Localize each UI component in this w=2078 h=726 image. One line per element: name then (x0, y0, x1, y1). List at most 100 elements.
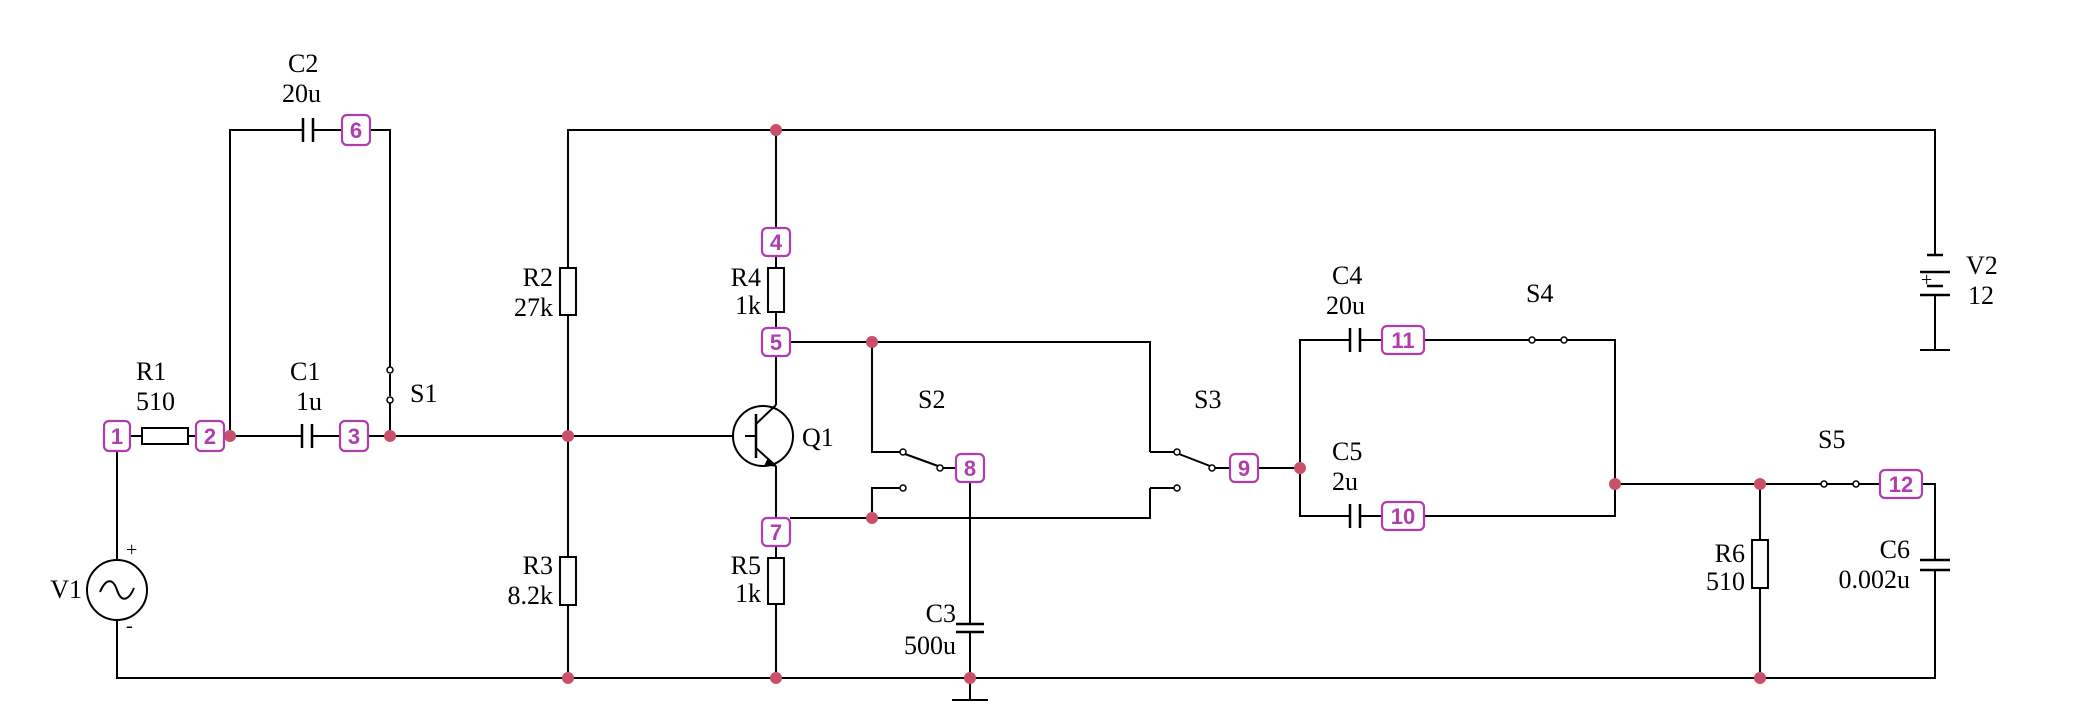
q1-name: Q1 (802, 423, 834, 452)
capacitor-c5 (1348, 504, 1362, 528)
capacitor-c3 (956, 622, 984, 634)
svg-text:5: 5 (770, 330, 782, 355)
junction-dot (866, 336, 878, 348)
junction-dot (770, 672, 782, 684)
v1-plus-sign: + (126, 539, 137, 561)
node-labels: 1 2 3 4 5 6 7 8 (102, 113, 1924, 548)
junction-dot (1609, 478, 1621, 490)
svg-text:4: 4 (770, 230, 783, 255)
node-label-3[interactable]: 3 (338, 419, 370, 453)
svg-text:8: 8 (964, 456, 976, 481)
c2-value: 20u (282, 79, 321, 108)
v2-plus-sign: + (1921, 269, 1932, 291)
node-label-8[interactable]: 8 (954, 452, 986, 484)
junction-dot (1754, 478, 1766, 490)
junction-dot (384, 430, 396, 442)
svg-text:6: 6 (350, 118, 362, 143)
r4-name: R4 (731, 263, 761, 292)
capacitor-c1 (300, 424, 314, 448)
junction-dot (562, 672, 574, 684)
c4-name: C4 (1332, 261, 1362, 290)
junction-dot (964, 672, 976, 684)
resistor-r1 (141, 427, 189, 445)
wire-s2-upper (871, 342, 900, 453)
junctions (224, 124, 1766, 684)
junction-dot (1294, 462, 1306, 474)
resistor-r6 (1751, 539, 1769, 589)
wire-s4-right (1566, 339, 1616, 484)
component-labels: R1 510 C2 20u C1 1u S1 R2 27k R3 8.2k R4… (50, 49, 1998, 660)
r3-name: R3 (523, 551, 553, 580)
resistor-r5 (767, 557, 785, 605)
r1-name: R1 (136, 357, 166, 386)
c3-value: 500u (904, 631, 956, 660)
wire-n7-right (790, 488, 1151, 519)
r3-value: 8.2k (508, 581, 554, 610)
r4-value: 1k (735, 291, 761, 320)
v2-value: 12 (1968, 281, 1994, 310)
r6-value: 510 (1706, 567, 1745, 596)
svg-text:3: 3 (348, 424, 360, 449)
wire-c4-branch (1299, 339, 1350, 468)
wires (116, 129, 1950, 701)
svg-text:9: 9 (1238, 456, 1250, 481)
svg-text:7: 7 (770, 520, 782, 545)
wire-s2-lower (871, 487, 900, 518)
junction-dot (1754, 672, 1766, 684)
transistor-q1 (732, 404, 794, 467)
c2-name: C2 (288, 49, 318, 78)
node-label-2[interactable]: 2 (194, 419, 226, 453)
c5-name: C5 (1332, 437, 1362, 466)
wire-n12-c6 (1922, 483, 1936, 560)
node-label-9[interactable]: 9 (1228, 452, 1260, 484)
node-label-7[interactable]: 7 (760, 516, 792, 548)
s5-name: S5 (1818, 425, 1845, 454)
wire-c5-branch (1299, 468, 1350, 517)
node-label-11[interactable]: 11 (1380, 324, 1426, 356)
node-label-4[interactable]: 4 (760, 226, 792, 258)
node-label-6[interactable]: 6 (340, 113, 372, 147)
svg-text:2: 2 (204, 424, 216, 449)
capacitor-c4 (1348, 328, 1362, 352)
c1-name: C1 (290, 357, 320, 386)
s4-name: S4 (1526, 279, 1553, 308)
node-label-10[interactable]: 10 (1380, 500, 1426, 532)
ground-rail (116, 580, 1936, 679)
svg-text:1: 1 (111, 424, 123, 449)
switches (386, 336, 1860, 492)
s1-name: S1 (410, 379, 437, 408)
switch-s3 (1173, 448, 1216, 492)
svg-text:10: 10 (1391, 504, 1415, 529)
c5-value: 2u (1332, 467, 1358, 496)
switch-s5 (1820, 480, 1860, 488)
s2-name: S2 (918, 385, 945, 414)
source-v1: + - (86, 539, 148, 637)
svg-text:11: 11 (1391, 328, 1414, 353)
node-label-5[interactable]: 5 (760, 326, 792, 358)
node-label-1[interactable]: 1 (102, 419, 132, 453)
resistor-r4 (767, 267, 785, 313)
resistors (141, 267, 1769, 606)
r5-name: R5 (731, 551, 761, 580)
s3-name: S3 (1194, 385, 1221, 414)
c4-value: 20u (1326, 291, 1365, 320)
node-label-12[interactable]: 12 (1878, 468, 1924, 500)
r2-value: 27k (514, 293, 553, 322)
resistor-r3 (559, 556, 577, 606)
v1-minus-sign: - (126, 615, 133, 637)
c1-value: 1u (296, 387, 322, 416)
r2-name: R2 (523, 263, 553, 292)
switch-s1 (386, 366, 394, 404)
r5-value: 1k (735, 579, 761, 608)
wire-n10-right (1424, 484, 1616, 517)
c6-value: 0.002u (1839, 565, 1911, 594)
wire-n5-right (790, 341, 1151, 452)
c6-name: C6 (1880, 535, 1910, 564)
r1-value: 510 (136, 387, 175, 416)
junction-dot (562, 430, 574, 442)
battery-v2: + (1920, 253, 1950, 297)
resistor-r2 (559, 267, 577, 316)
r6-name: R6 (1715, 539, 1745, 568)
c3-name: C3 (926, 599, 956, 628)
